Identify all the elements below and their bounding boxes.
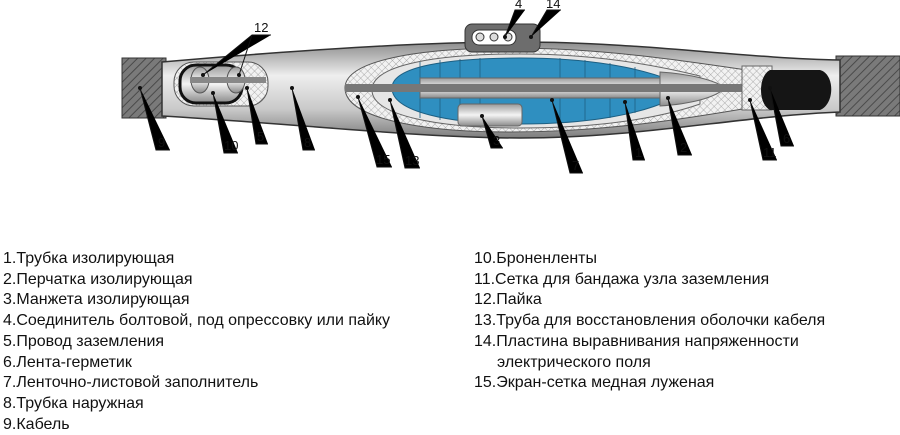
label-1: 1 bbox=[635, 145, 642, 160]
legend-item: 1.Трубка изолирующая bbox=[3, 250, 175, 267]
legend-right: 10.Броненленты 11.Сетка для бандажа узла… bbox=[474, 249, 825, 394]
cable-core bbox=[345, 84, 770, 92]
label-10: 10 bbox=[224, 138, 238, 153]
legend-item-continuation: электрического поля bbox=[497, 353, 651, 371]
label-15: 15 bbox=[376, 152, 390, 167]
legend-left: 1.Трубка изолирующая 2.Перчатка изолирую… bbox=[3, 249, 390, 435]
legend-item: 10.Броненленты bbox=[474, 250, 598, 267]
cable-joint-diagram: 9 10 5 8 15 13 3 7 1 2 11 6 4 14 12 bbox=[121, 0, 900, 174]
legend-item: 14.Пластина выравнивания напряженности bbox=[474, 332, 799, 350]
cable-left bbox=[121, 57, 167, 119]
label-13: 13 bbox=[405, 153, 419, 168]
sealant-tape bbox=[761, 70, 832, 110]
label-5: 5 bbox=[257, 129, 264, 144]
label-12: 12 bbox=[254, 20, 268, 35]
label-11: 11 bbox=[763, 145, 777, 160]
label-8: 8 bbox=[304, 135, 311, 150]
cable-right bbox=[835, 55, 900, 117]
label-6: 6 bbox=[783, 131, 790, 146]
ground-wire bbox=[190, 77, 266, 83]
insulating-cuff bbox=[457, 103, 523, 127]
legend-item: 13.Труба для восстановления оболочки каб… bbox=[474, 312, 826, 330]
label-9: 9 bbox=[158, 135, 165, 150]
legend-item: 11.Сетка для бандажа узла заземления bbox=[474, 270, 770, 288]
label-3: 3 bbox=[493, 133, 500, 148]
legend-item: 7.Ленточно-листовой заполнитель bbox=[3, 374, 259, 392]
legend-item: 6.Лента-герметик bbox=[3, 353, 132, 371]
label-2: 2 bbox=[680, 140, 687, 155]
legend-item: 4.Соединитель болтовой, под опрессовку и… bbox=[3, 312, 391, 330]
legend-item: 8.Трубка наружная bbox=[3, 394, 144, 412]
legend-item: 9.Кабель bbox=[3, 415, 70, 433]
label-14: 14 bbox=[546, 0, 560, 11]
legend-item: 15.Экран-сетка медная луженая bbox=[474, 374, 715, 392]
label-7: 7 bbox=[572, 158, 579, 173]
legend-item: 3.Манжета изолирующая bbox=[3, 291, 190, 309]
legend-item: 2.Перчатка изолирующая bbox=[3, 270, 193, 288]
label-4: 4 bbox=[515, 0, 522, 11]
legend-item: 12.Пайка bbox=[474, 291, 542, 309]
legend-item: 5.Провод заземления bbox=[3, 332, 165, 350]
